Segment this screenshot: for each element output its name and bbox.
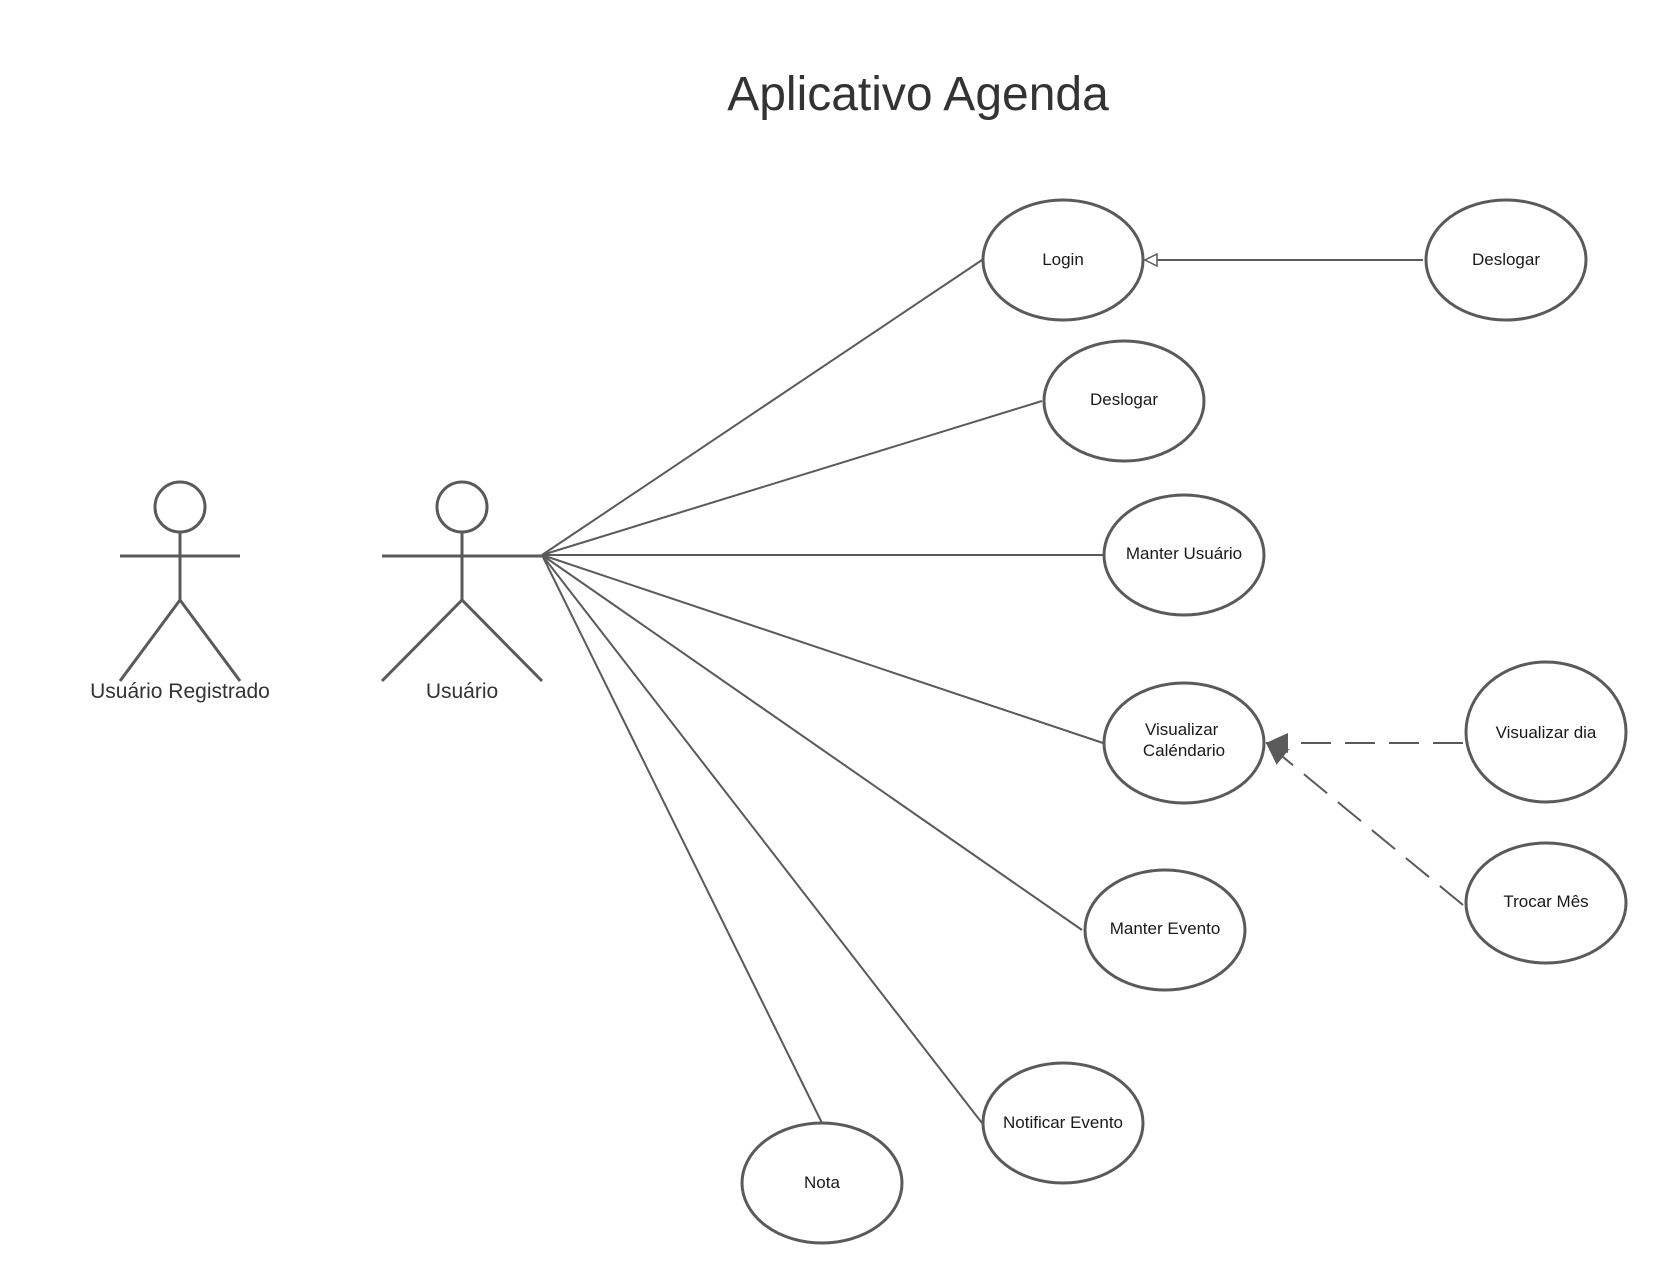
actor-head bbox=[435, 480, 489, 534]
association-login bbox=[541, 259, 983, 556]
diagram-title: Aplicativo Agenda bbox=[727, 68, 1109, 121]
actor-right-leg bbox=[178, 599, 242, 682]
actor-right-leg bbox=[460, 598, 544, 683]
use-case-visualizar-calendario[interactable]: Visualizar Caléndario bbox=[1102, 681, 1266, 805]
actor-left-leg bbox=[380, 598, 464, 683]
use-case-label: Deslogar bbox=[1090, 390, 1158, 409]
use-case-manter-usuario[interactable]: Manter Usuário bbox=[1102, 493, 1266, 617]
use-case-deslogar[interactable]: Deslogar bbox=[1042, 339, 1206, 463]
use-case-nota[interactable]: Nota bbox=[740, 1121, 904, 1245]
use-case-label: Manter Evento bbox=[1110, 919, 1221, 938]
use-case-manter-evento[interactable]: Manter Evento bbox=[1083, 868, 1247, 992]
actor-label: Usuário bbox=[426, 680, 498, 703]
association-nota bbox=[541, 554, 823, 1124]
actor-head bbox=[153, 480, 207, 534]
association-deslogar bbox=[541, 400, 1043, 556]
actor-usuario-registrado[interactable]: Usuário Registrado bbox=[90, 480, 270, 703]
association-manter-evento bbox=[541, 554, 1083, 931]
actor-label: Usuário Registrado bbox=[90, 680, 270, 703]
use-case-label: Nota bbox=[804, 1173, 840, 1192]
use-case-login[interactable]: Login bbox=[981, 198, 1145, 322]
use-case-deslogar-ext[interactable]: Deslogar bbox=[1424, 198, 1588, 322]
actor-usuario[interactable]: Usuário bbox=[380, 480, 544, 703]
use-case-label: Visualizar dia bbox=[1496, 723, 1597, 742]
association-visualizar-calendario bbox=[541, 554, 1104, 744]
use-case-label: Trocar Mês bbox=[1503, 892, 1588, 911]
association-notificar-evento bbox=[541, 554, 983, 1124]
use-case-visualizar-dia[interactable]: Visualizar dia bbox=[1464, 660, 1628, 804]
use-case-label: Visualizar Caléndario bbox=[1143, 720, 1225, 760]
dependency-arrow-trocar-mes bbox=[1265, 742, 1464, 906]
use-case-trocar-mes[interactable]: Trocar Mês bbox=[1464, 841, 1628, 965]
use-case-label: Manter Usuário bbox=[1126, 544, 1242, 563]
associations bbox=[541, 259, 1104, 1124]
use-case-label: Deslogar bbox=[1472, 250, 1540, 269]
use-case-notificar-evento[interactable]: Notificar Evento bbox=[981, 1061, 1145, 1185]
use-case-label: Notificar Evento bbox=[1003, 1113, 1123, 1132]
use-case-label: Login bbox=[1042, 250, 1084, 269]
actor-left-leg bbox=[118, 599, 182, 682]
